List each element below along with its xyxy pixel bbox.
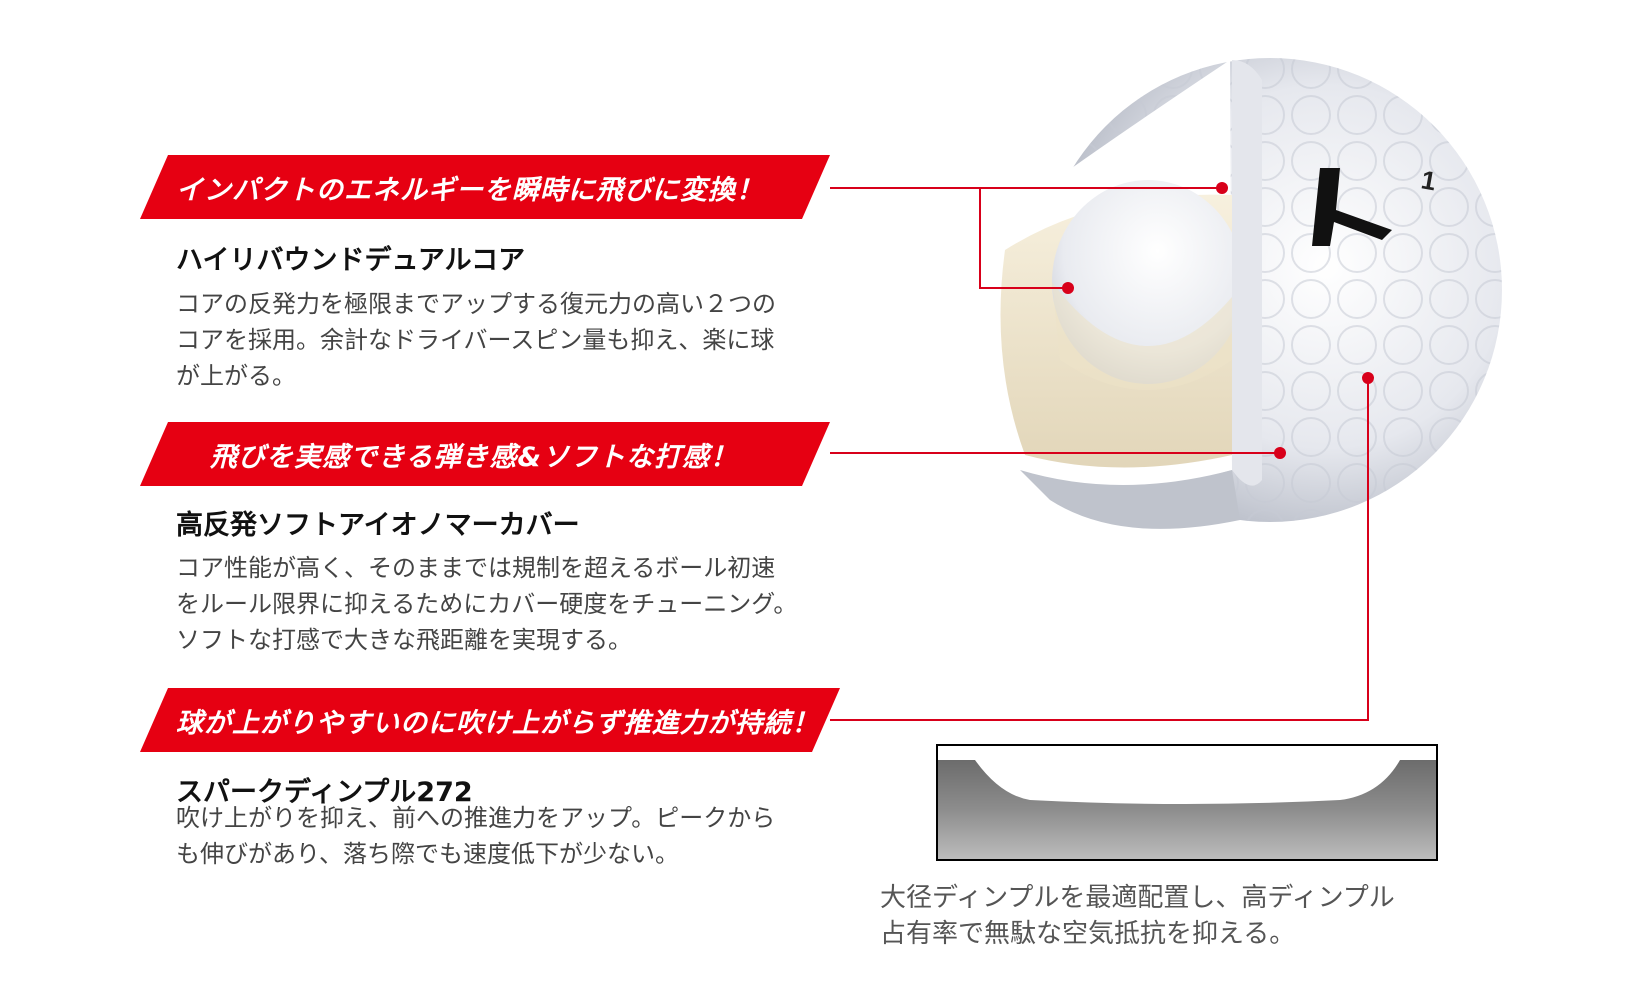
feature-banner-core: インパクトのエネルギーを瞬時に飛びに変換！ xyxy=(140,155,830,219)
feature-description-dimple: 吹け上がりを抑え、前への推進力をアップ。ピークから も伸びがあり、落ち際でも速度… xyxy=(176,804,776,868)
feature-title-core: ハイリバウンドデュアルコア xyxy=(176,245,526,276)
feature-title-cover: 高反発ソフトアイオノマーカバー xyxy=(176,510,580,541)
feature-description-core: コアの反発力を極限までアップする復元力の高い２つの コアを採用。余計なドライバー… xyxy=(176,290,776,390)
connector-dots xyxy=(1062,182,1374,459)
feature-banner-text: 球が上がりやすいのに吹け上がらず推進力が持続！ xyxy=(176,707,820,739)
ball-number: 1 xyxy=(1419,164,1438,196)
feature-banner-text: インパクトのエネルギーを瞬時に飛びに変換！ xyxy=(176,174,764,206)
feature-title-dimple: スパークディンプル272 xyxy=(176,777,473,808)
brand-logo-icon xyxy=(1312,168,1392,246)
feature-banner-cover: 飛びを実感できる弾き感&ソフトな打感！ xyxy=(140,422,830,486)
dimple-cross-section xyxy=(936,744,1438,861)
feature-banner-dimple: 球が上がりやすいのに吹け上がらず推進力が持続！ xyxy=(140,688,840,752)
connector-lines xyxy=(830,187,1369,721)
golf-ball: 1 xyxy=(984,58,1502,529)
dimple-caption: 大径ディンプルを最適配置し、高ディンプル 占有率で無駄な空気抵抗を抑える。 xyxy=(880,883,1395,949)
feature-description-cover: コア性能が高く、そのままでは規制を超えるボール初速 をルール限界に抑えるためにカ… xyxy=(176,554,798,654)
feature-banner-text: 飛びを実感できる弾き感&ソフトな打感！ xyxy=(210,441,739,473)
